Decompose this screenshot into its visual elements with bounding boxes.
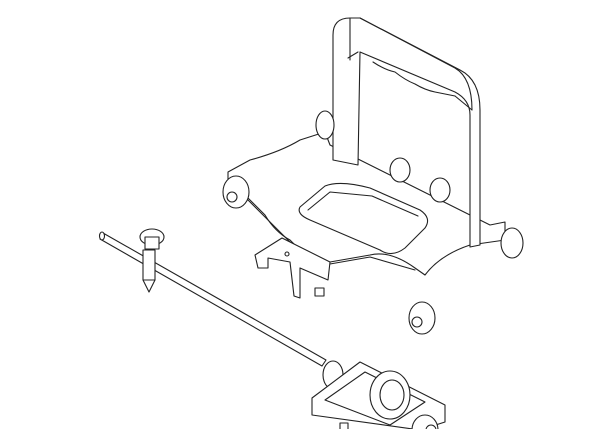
wheel — [315, 110, 335, 140]
base-plate — [227, 131, 506, 276]
wheels — [222, 110, 524, 335]
wheel — [500, 227, 524, 259]
handle-frame — [332, 17, 481, 248]
wheel — [222, 175, 250, 209]
wheel — [408, 301, 436, 335]
clamp-bracket — [254, 237, 331, 299]
wheel — [429, 177, 451, 203]
guide-rod — [98, 231, 327, 367]
locking-knob — [139, 228, 165, 293]
rod-carriage — [311, 360, 446, 429]
wheel — [389, 157, 411, 183]
